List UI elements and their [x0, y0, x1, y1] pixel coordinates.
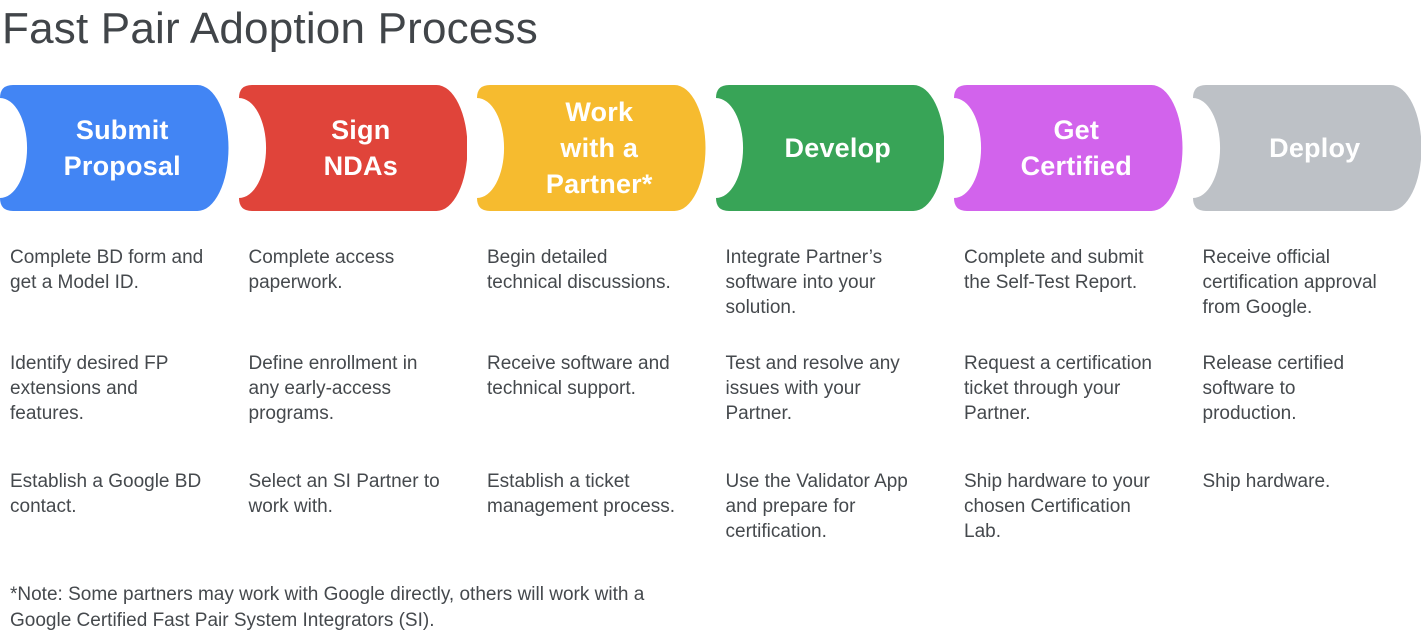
stage-task: Identify desired FP extensions and featu…	[10, 353, 169, 424]
stage-ribbon: Deploy	[1192, 85, 1421, 211]
stage-label: Deploy	[1269, 133, 1361, 163]
stage-task: Select an SI Partner to work with.	[248, 471, 440, 517]
ribbon-shape-icon	[1192, 85, 1421, 211]
footnote: *Note: Some partners may work with Googl…	[10, 584, 645, 631]
stage-task: Use the Validator App and prepare for ce…	[725, 471, 908, 542]
stage-task: Request a certification ticket through y…	[964, 353, 1152, 424]
stage-task: Complete access paperwork.	[248, 247, 395, 293]
stage-ribbon: Develop	[715, 85, 944, 211]
stage-deploy: Deploy Receive official certification ap…	[1192, 85, 1422, 582]
stage-task: Receive official certification approval …	[1202, 247, 1377, 318]
stage-tasks: Complete BD form and get a Model ID. Ide…	[0, 245, 229, 582]
stage-work-with-partner: Work with a Partner* Begin detailed tech…	[477, 85, 706, 582]
ribbon-shape-icon	[715, 85, 944, 211]
stage-submit-proposal: Submit Proposal Complete BD form and get…	[0, 85, 229, 582]
stage-tasks: Integrate Partner’s software into your s…	[716, 245, 945, 582]
page-title: Fast Pair Adoption Process	[2, 4, 538, 53]
stage-tasks: Complete access paperwork. Define enroll…	[239, 245, 468, 582]
stage-task: Begin detailed technical discussions.	[487, 247, 671, 293]
stage-task: Complete BD form and get a Model ID.	[10, 247, 204, 293]
ribbon-shape-icon	[477, 85, 706, 211]
stage-task: Define enrollment in any early-access pr…	[248, 353, 418, 424]
stage-task: Release certified software to production…	[1202, 353, 1345, 424]
stage-task: Establish a Google BD contact.	[10, 471, 202, 517]
stage-label: Submit Proposal	[63, 115, 181, 181]
stage-task: Test and resolve any issues with your Pa…	[725, 353, 900, 424]
stage-label: Develop	[784, 133, 891, 163]
stage-sign-ndas: Sign NDAs Complete access paperwork. Def…	[238, 85, 468, 582]
stage-tasks: Begin detailed technical discussions. Re…	[477, 245, 706, 582]
ribbon-shape-icon	[0, 85, 229, 211]
stage-label: Sign NDAs	[323, 115, 398, 181]
stage-task: Receive software and technical support.	[487, 353, 670, 399]
stage-tasks: Receive official certification approval …	[1193, 245, 1422, 582]
stage-label: Work with a Partner*	[545, 97, 653, 199]
stage-label: Get Certified	[1020, 115, 1132, 181]
stage-task: Integrate Partner’s software into your s…	[725, 247, 883, 318]
stage-ribbon: Sign NDAs	[238, 85, 467, 211]
stage-get-certified: Get Certified Complete and submit the Se…	[954, 85, 1183, 582]
stage-ribbon: Get Certified	[954, 85, 1183, 211]
stage-ribbon: Work with a Partner*	[477, 85, 706, 211]
ribbon-shape-icon	[954, 85, 1183, 211]
stage-task: Ship hardware to your chosen Certificati…	[964, 471, 1150, 542]
ribbon-shape-icon	[238, 85, 467, 211]
process-grid: Submit Proposal Complete BD form and get…	[0, 85, 1421, 582]
stage-tasks: Complete and submit the Self-Test Report…	[954, 245, 1183, 582]
stage-task: Establish a ticket management process.	[487, 471, 675, 517]
stage-develop: Develop Integrate Partner’s software int…	[715, 85, 945, 582]
stage-ribbon: Submit Proposal	[0, 85, 229, 211]
stage-task: Complete and submit the Self-Test Report…	[964, 247, 1144, 293]
stage-task: Ship hardware.	[1202, 471, 1331, 492]
